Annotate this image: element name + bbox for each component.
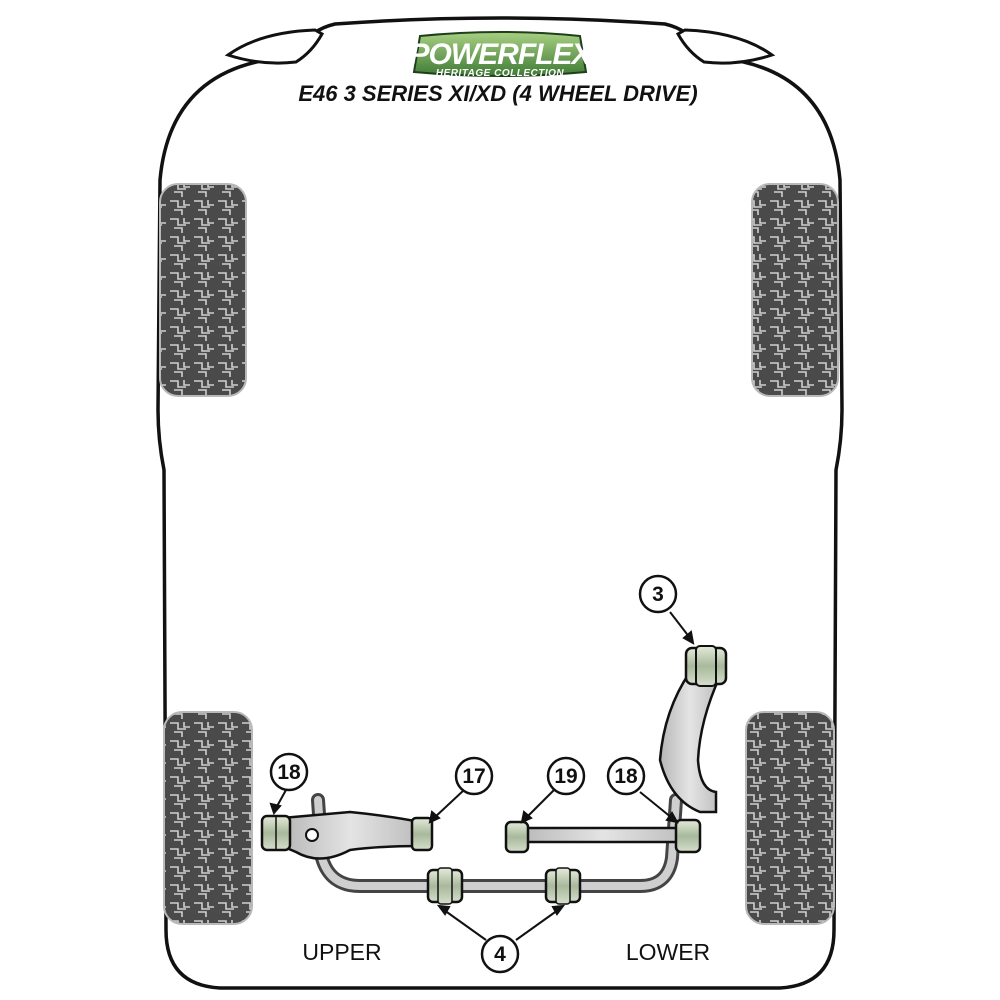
right-mirror bbox=[675, 28, 776, 65]
bush-4-right bbox=[544, 867, 582, 905]
callout-17: 17 bbox=[454, 756, 494, 796]
car-body-outline bbox=[156, 16, 844, 990]
upper-arm-hole bbox=[305, 828, 319, 842]
leader-lines bbox=[269, 611, 695, 941]
callout-3-label: 3 bbox=[652, 583, 664, 606]
hub-arm bbox=[658, 670, 722, 814]
tyre-front-right bbox=[751, 183, 839, 397]
logo-brand-text: POWERFLEX bbox=[409, 38, 593, 71]
callout-18-left: 18 bbox=[269, 752, 309, 792]
page-title: E46 3 SERIES XI/XD (4 WHEEL DRIVE) bbox=[298, 81, 697, 106]
tyre-rear-left bbox=[163, 711, 253, 925]
callout-18-left-label: 18 bbox=[277, 761, 301, 784]
callout-4: 4 bbox=[480, 934, 520, 974]
caption-lower: LOWER bbox=[626, 939, 710, 965]
callout-3: 3 bbox=[638, 574, 678, 614]
bush-3 bbox=[684, 645, 728, 687]
bush-19 bbox=[504, 820, 530, 854]
callout-17-label: 17 bbox=[462, 765, 485, 788]
tyre-rear-right bbox=[745, 711, 835, 925]
logo-subtitle-text: HERITAGE COLLECTION bbox=[436, 68, 564, 79]
upper-arm bbox=[280, 810, 422, 860]
left-mirror bbox=[224, 28, 325, 65]
callout-4-label: 4 bbox=[494, 943, 506, 966]
bush-4-left bbox=[426, 867, 464, 905]
bush-17 bbox=[410, 816, 434, 852]
callout-18-right-label: 18 bbox=[614, 765, 638, 788]
callout-19: 19 bbox=[546, 756, 586, 796]
powerflex-logo: POWERFLEX HERITAGE COLLECTION bbox=[409, 31, 594, 79]
tyre-front-left bbox=[159, 183, 247, 397]
bush-18-right bbox=[674, 818, 702, 854]
bush-18-left bbox=[260, 814, 292, 852]
caption-upper: UPPER bbox=[302, 939, 381, 965]
callout-18-right: 18 bbox=[606, 756, 646, 796]
lower-link bbox=[516, 826, 690, 844]
callout-19-label: 19 bbox=[554, 765, 577, 788]
